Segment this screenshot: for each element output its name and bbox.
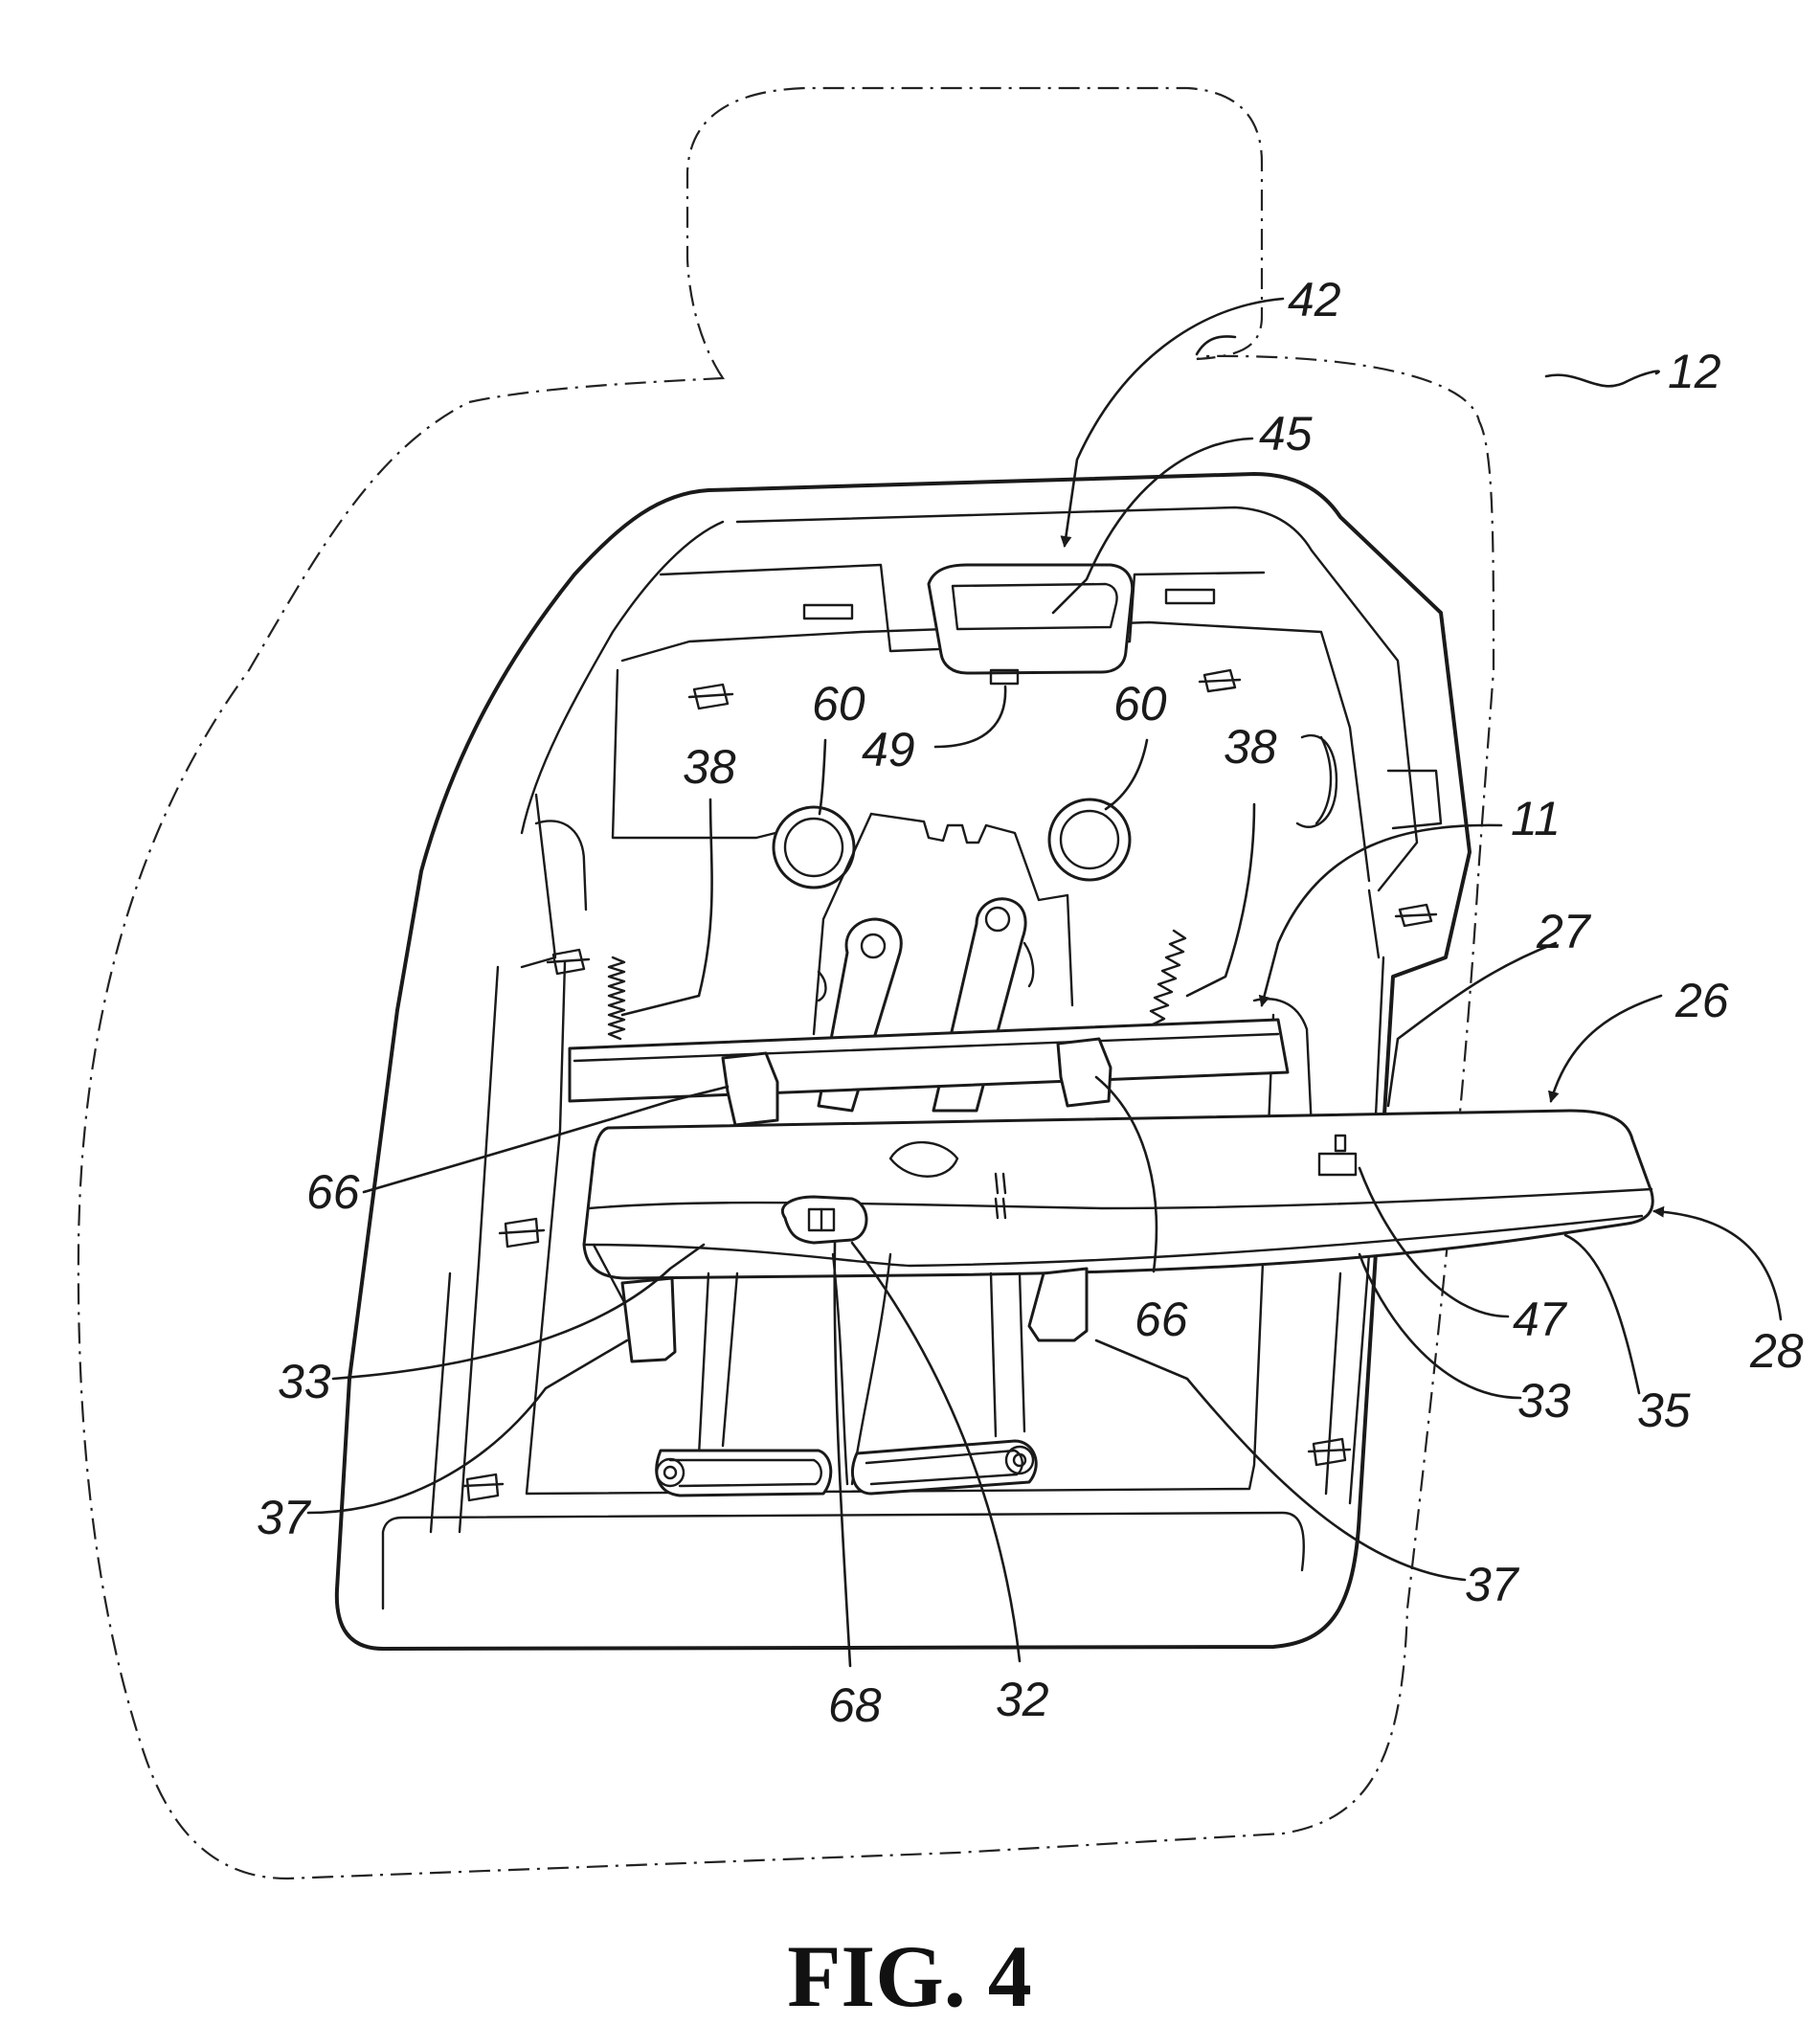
seat-phantom-outline: [77, 86, 1495, 1880]
ref-38-right: 38: [1224, 720, 1277, 774]
ref-66-right: 66: [1135, 1293, 1188, 1346]
leader-lines: [306, 297, 1783, 1668]
ref-38-left: 38: [683, 740, 736, 794]
ref-11: 11: [1511, 792, 1561, 845]
clip-slots: [461, 588, 1438, 1502]
ref-33-left: 33: [278, 1355, 331, 1408]
reference-numerals: 42 12 45 60 60 49 38 38 11 27 26 66 66 3…: [257, 273, 1804, 1732]
figure-caption: FIG. 4: [787, 1927, 1032, 2025]
ref-26: 26: [1674, 974, 1729, 1027]
ref-49: 49: [862, 723, 915, 776]
ref-45: 45: [1259, 407, 1313, 461]
ref-66-left: 66: [306, 1165, 360, 1219]
ref-37-right: 37: [1465, 1558, 1520, 1611]
ref-47: 47: [1513, 1293, 1568, 1346]
ref-35: 35: [1637, 1384, 1691, 1437]
ref-60-left: 60: [812, 677, 865, 731]
cross-bar: [568, 998, 1314, 1132]
lower-support-arms: [592, 1243, 1089, 1497]
coil-springs: [607, 929, 1187, 1041]
circular-buttons: [772, 798, 1132, 889]
ref-28: 28: [1749, 1324, 1804, 1378]
ref-37-left: 37: [257, 1491, 312, 1544]
ref-60-right: 60: [1113, 677, 1167, 731]
tray-table: [582, 1109, 1654, 1280]
ref-42: 42: [1288, 273, 1341, 326]
ref-32: 32: [996, 1673, 1049, 1726]
ref-68: 68: [828, 1678, 882, 1732]
ref-27: 27: [1536, 905, 1592, 958]
release-handle: [927, 563, 1135, 686]
ref-33-right: 33: [1517, 1374, 1571, 1428]
ref-12: 12: [1668, 345, 1721, 398]
